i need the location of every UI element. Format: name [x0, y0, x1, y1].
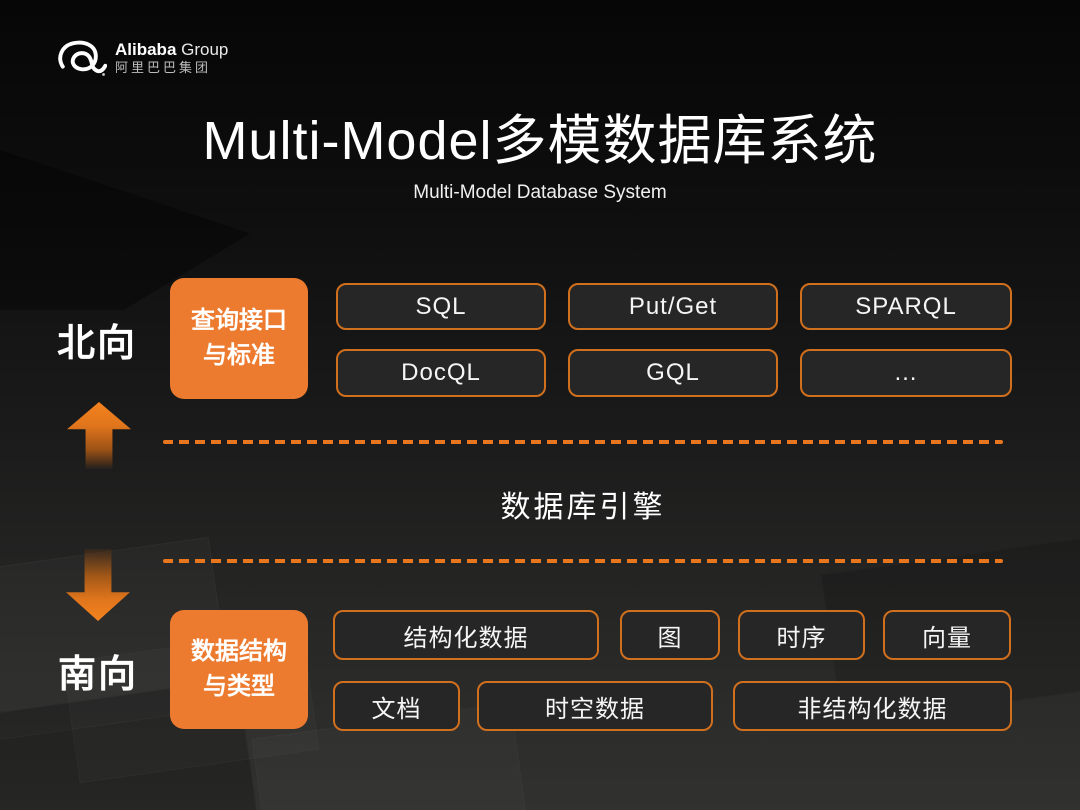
- box-sparql: SPARQL: [800, 283, 1012, 330]
- south-category-line1: 数据结构: [191, 637, 287, 665]
- north-category-box: 查询接口 与标准: [170, 278, 308, 399]
- dashed-separator-top: [163, 440, 1003, 444]
- south-category-line2: 与类型: [203, 672, 275, 700]
- north-category-line1: 查询接口: [191, 306, 287, 334]
- down-arrow-icon: [66, 549, 130, 621]
- box-spatiotemporal: 时空数据: [477, 681, 713, 731]
- south-category-box: 数据结构 与类型: [170, 610, 308, 729]
- box-docql: DocQL: [336, 349, 546, 397]
- north-category-line2: 与标准: [203, 341, 275, 369]
- logo-brand-cn: 阿里巴巴集团: [115, 60, 212, 76]
- page-title: Multi-Model多模数据库系统: [202, 111, 878, 171]
- box-put-get: Put/Get: [568, 283, 778, 330]
- north-label: 北向: [57, 323, 138, 365]
- dashed-separator-bottom: [163, 559, 1003, 563]
- box-document: 文档: [333, 681, 460, 731]
- box-unstructured-data: 非结构化数据: [733, 681, 1012, 731]
- box-ellipsis: …: [800, 349, 1012, 397]
- alibaba-logo: Alibaba Group 阿里巴巴集团: [55, 38, 228, 78]
- box-structured-data: 结构化数据: [333, 610, 599, 660]
- engine-label: 数据库引擎: [500, 491, 666, 524]
- box-vector: 向量: [883, 610, 1011, 660]
- up-arrow-icon: [67, 402, 131, 470]
- south-label: 南向: [58, 654, 139, 696]
- box-gql: GQL: [568, 349, 778, 397]
- box-timeseries: 时序: [738, 610, 865, 660]
- page-subtitle: Multi-Model Database System: [413, 182, 667, 203]
- box-graph: 图: [620, 610, 720, 660]
- box-sql: SQL: [336, 283, 546, 330]
- alibaba-logo-text: Alibaba Group 阿里巴巴集团: [115, 39, 229, 76]
- alibaba-smile-icon: [55, 38, 107, 78]
- logo-brand-en: Alibaba Group: [115, 39, 229, 59]
